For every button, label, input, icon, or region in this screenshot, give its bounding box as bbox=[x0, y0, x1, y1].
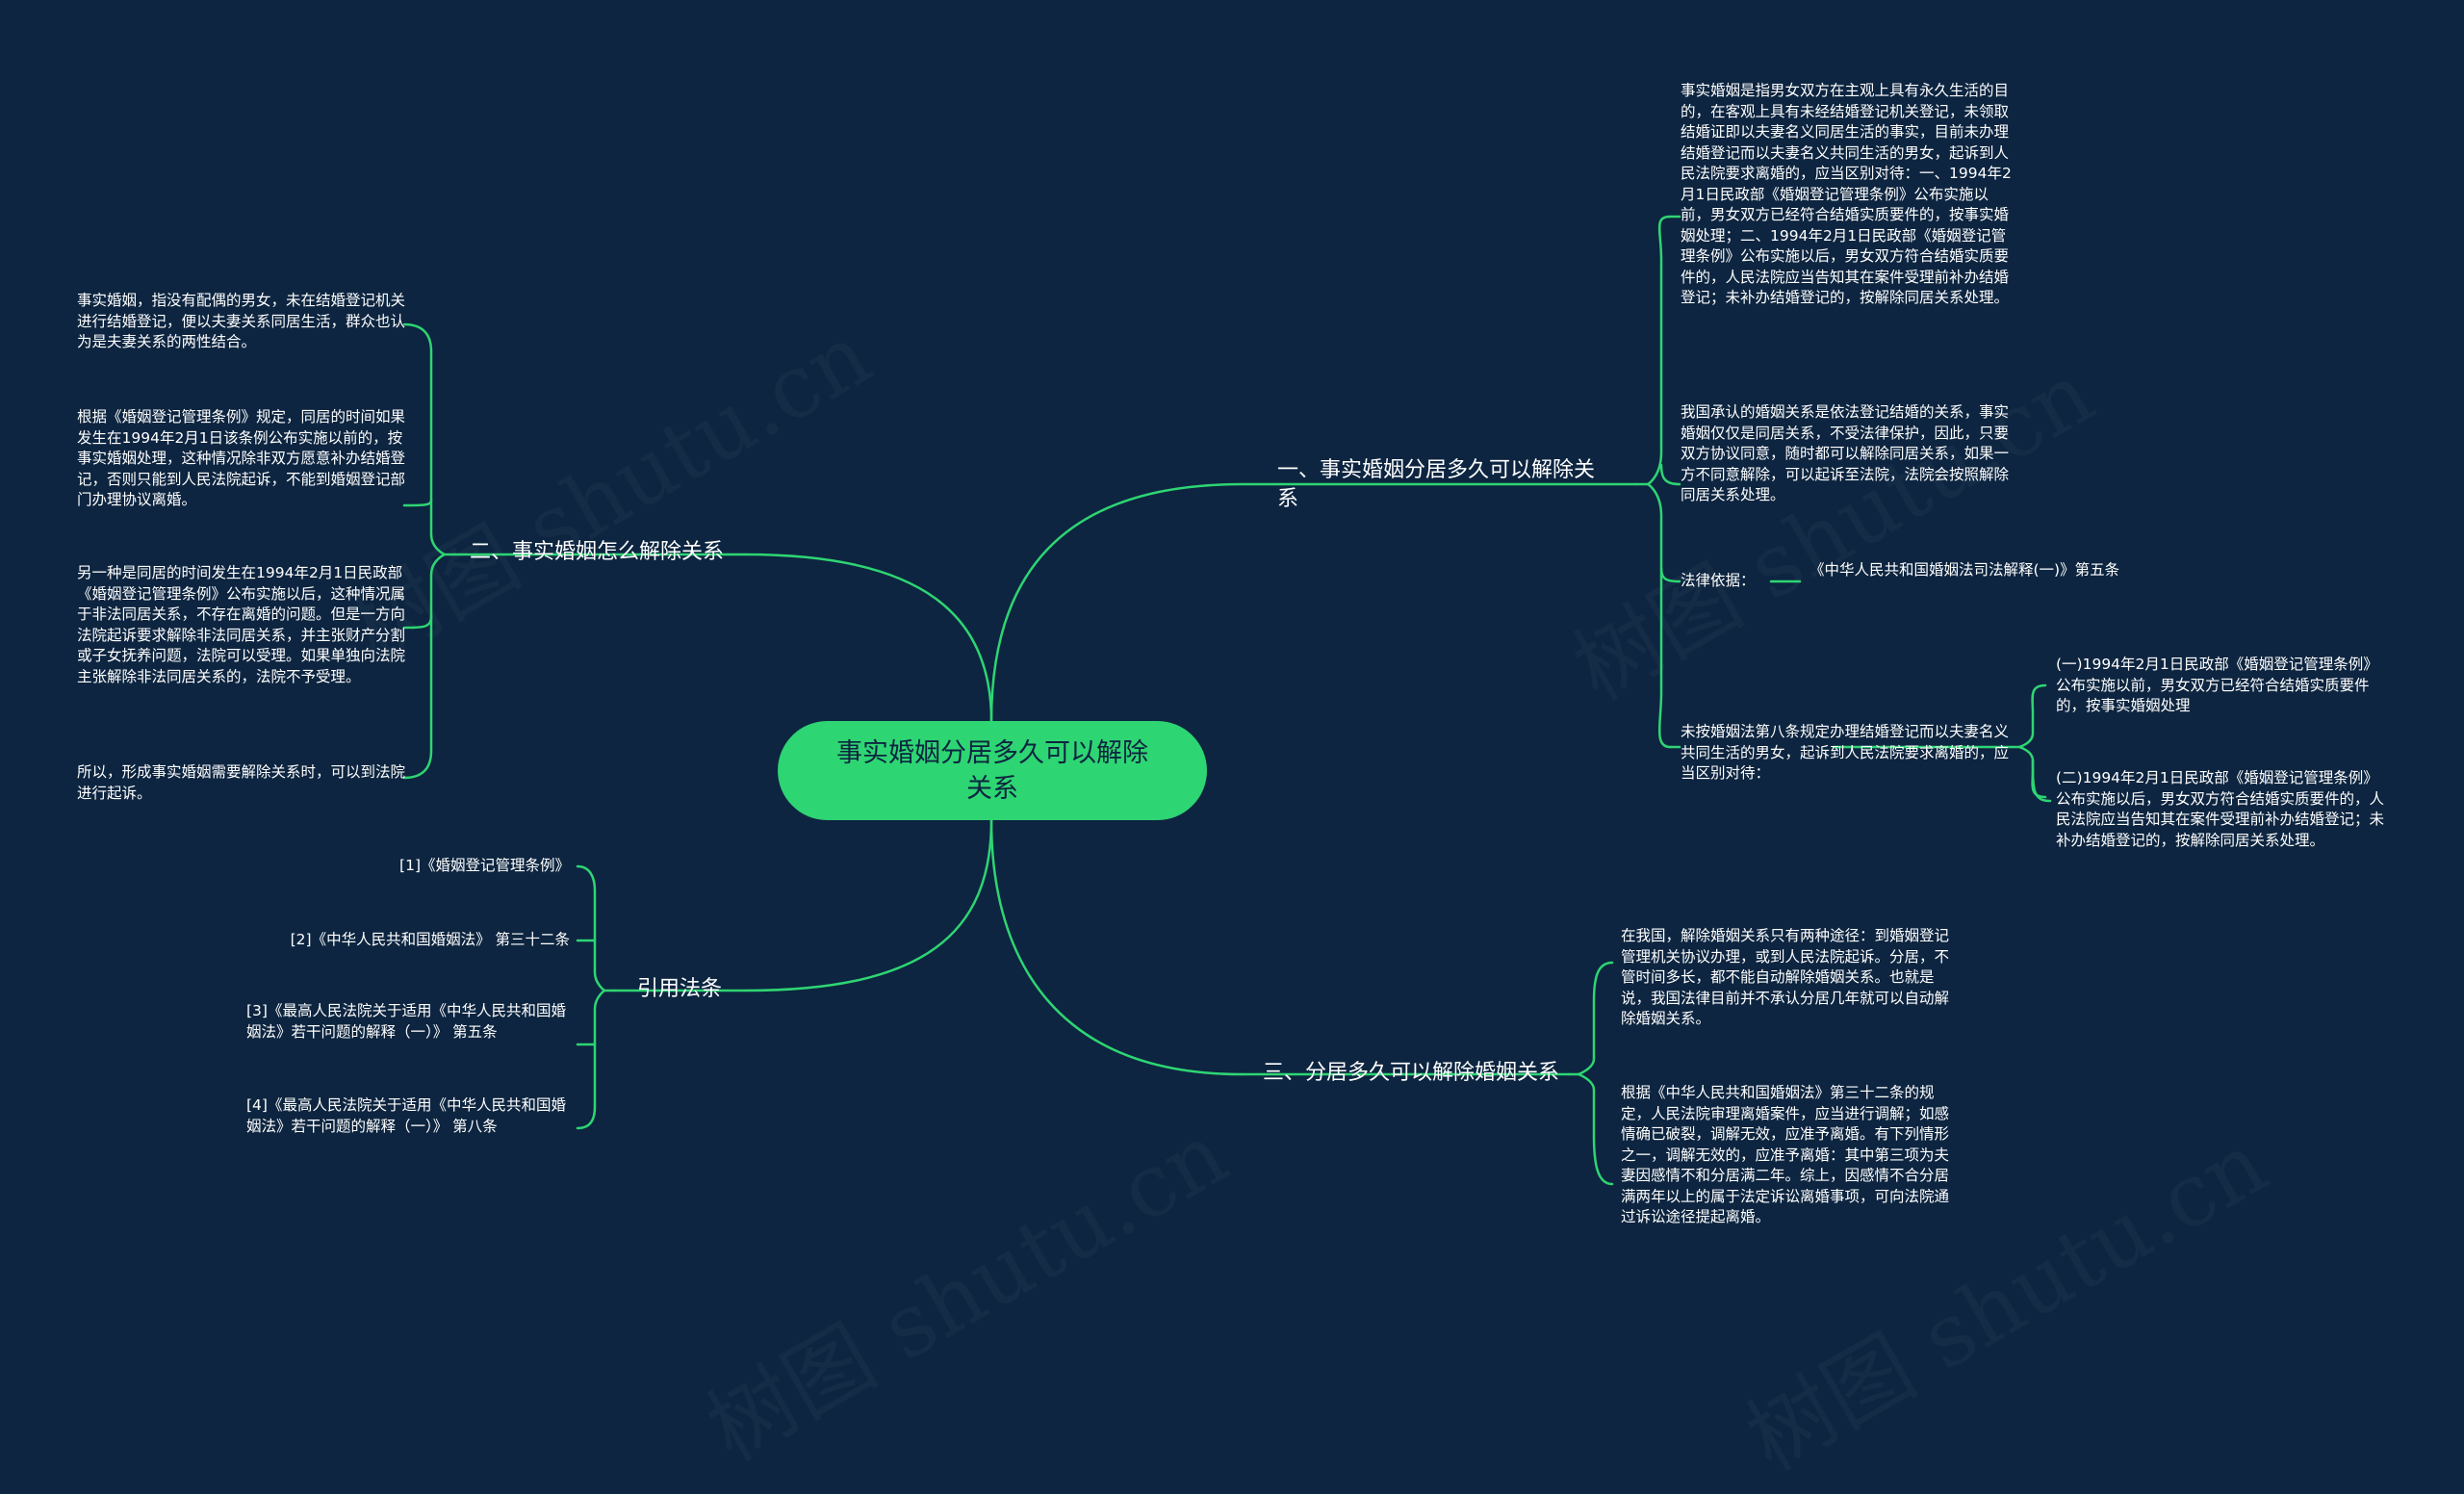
b1-leaf-3-sub: 《中华人民共和国婚姻法司法解释(一)》第五条 bbox=[1810, 561, 2120, 579]
connector-lines bbox=[402, 215, 2052, 1186]
branch-3-label: 三、分居多久可以解除婚姻关系 bbox=[1263, 1061, 1560, 1085]
b1-leaf-3: 法律依据： bbox=[1681, 572, 1756, 589]
b4-leaf-3: [3]《最高人民法院关于适用《中华人民共和国婚姻法》若干问题的解释（一）》 第五… bbox=[246, 1002, 566, 1041]
branch-1[interactable]: 一、事实婚姻分居多久可以解除关系 bbox=[1277, 456, 1604, 514]
branch-2[interactable]: 二、事实婚姻怎么解除关系 bbox=[470, 538, 749, 567]
b4-leaf-4: [4]《最高人民法院关于适用《中华人民共和国婚姻法》若干问题的解释（一）》 第八… bbox=[246, 1096, 566, 1135]
branch-2-label: 二、事实婚姻怎么解除关系 bbox=[470, 540, 725, 564]
b4-leaf-1: [1]《婚姻登记管理条例》 bbox=[399, 857, 570, 874]
b2-leaf-2: 根据《婚姻登记管理条例》规定，同居的时间如果发生在1994年2月1日该条例公布实… bbox=[77, 408, 406, 508]
b2-leaf-3: 另一种是同居的时间发生在1994年2月1日民政部《婚姻登记管理条例》公布实施以后… bbox=[77, 564, 406, 685]
b4-leaf-2: [2]《中华人民共和国婚姻法》 第三十二条 bbox=[290, 931, 570, 948]
link-root-b2 bbox=[744, 553, 993, 723]
link-root-b4 bbox=[744, 818, 993, 992]
b2-leaf-4: 所以，形成事实婚姻需要解除关系时，可以到法院进行起诉。 bbox=[77, 763, 406, 802]
b1-leaf-2: 我国承认的婚姻关系是依法登记结婚的关系，事实婚姻仅仅是同居关系，不受法律保护，因… bbox=[1681, 403, 2010, 503]
b2-leaf-1: 事实婚姻，指没有配偶的男女，未在结婚登记机关进行结婚登记，便以夫妻关系同居生活，… bbox=[77, 292, 406, 350]
b1-leaf-1: 事实婚姻是指男女双方在主观上具有永久生活的目的，在客观上具有未经结婚登记机关登记… bbox=[1681, 82, 2012, 306]
b1-leaf-4-sub-1: (一)1994年2月1日民政部《婚姻登记管理条例》公布实施以前，男女双方已经符合… bbox=[2056, 656, 2378, 714]
b3-leaf-2: 根据《中华人民共和国婚姻法》第三十二条的规定，人民法院审理离婚案件，应当进行调解… bbox=[1621, 1084, 1950, 1225]
branch-1-label: 一、事实婚姻分居多久可以解除关系 bbox=[1277, 458, 1596, 511]
root-node[interactable]: 事实婚姻分居多久可以解除关系 bbox=[778, 721, 1207, 820]
link-root-b3 bbox=[989, 818, 1244, 1076]
b1-leaf-4: 未按婚姻法第八条规定办理结婚登记而以夫妻名义共同生活的男女，起诉到人民法院要求离… bbox=[1681, 723, 2010, 782]
root-title: 事实婚姻分居多久可以解除关系 bbox=[836, 737, 1148, 804]
branch-4-label: 引用法条 bbox=[637, 977, 723, 1001]
branch-4[interactable]: 引用法条 bbox=[637, 975, 743, 1004]
b1-leaf-4-sub-2: (二)1994年2月1日民政部《婚姻登记管理条例》公布实施以后，男女双方符合结婚… bbox=[2056, 769, 2385, 849]
link-root-b1 bbox=[989, 482, 1282, 723]
mindmap-canvas: 树图 shutu.cn 树图 shutu.cn 树图 shutu.cn 树图 s… bbox=[77, 82, 2385, 1225]
b3-leaf-1: 在我国，解除婚姻关系只有两种途径：到婚姻登记管理机关协议办理，或到人民法院起诉。… bbox=[1621, 927, 1950, 1027]
branch-3[interactable]: 三、分居多久可以解除婚姻关系 bbox=[1263, 1059, 1571, 1088]
